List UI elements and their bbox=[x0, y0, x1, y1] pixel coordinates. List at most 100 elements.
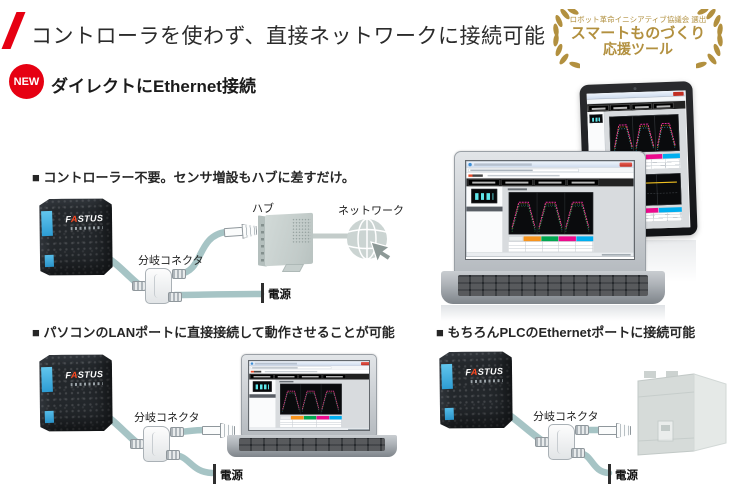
section-heading-plc: ■ もちろんPLCのEthernetポートに接続可能 bbox=[436, 325, 696, 340]
table-header-cell bbox=[303, 415, 317, 420]
hub-device-icon bbox=[258, 212, 316, 272]
power-terminal-bar bbox=[608, 464, 611, 484]
table-header-cell bbox=[291, 415, 304, 420]
app-header bbox=[249, 369, 369, 374]
rj45-tip bbox=[616, 423, 631, 438]
connector-plug bbox=[575, 425, 589, 435]
app-main bbox=[276, 380, 369, 429]
rj45-plug-icon bbox=[598, 423, 631, 438]
browser-addressbar bbox=[466, 167, 634, 173]
titlebar-text bbox=[254, 362, 297, 365]
app-logo bbox=[250, 370, 262, 373]
app-body bbox=[249, 379, 369, 429]
laptop-lid bbox=[241, 354, 377, 436]
browser-icon bbox=[250, 362, 254, 365]
sensor-device: FASTUS bbox=[38, 197, 115, 278]
award-badge-subtext: ロボット革命イニシアティブ協議会 選出 bbox=[569, 15, 707, 24]
rj45-body bbox=[202, 426, 221, 435]
connector-plug bbox=[130, 439, 144, 449]
url-text bbox=[470, 169, 533, 171]
power-label: 電源 bbox=[220, 470, 243, 482]
table-header bbox=[508, 236, 594, 242]
app-tab bbox=[274, 374, 298, 379]
table-header-cell bbox=[558, 236, 576, 242]
app-tab bbox=[631, 102, 653, 110]
page-subtitle: ダイレクトにEthernet接続 bbox=[51, 77, 256, 96]
sensor-brand-logo: FASTUS bbox=[65, 369, 104, 381]
laurel-left-icon bbox=[553, 9, 580, 69]
power-terminal-bar bbox=[213, 464, 216, 484]
connector-body bbox=[548, 424, 575, 460]
sensor-laser-window bbox=[41, 210, 53, 237]
sensor-brand-logo: FASTUS bbox=[465, 366, 504, 378]
table-header-cell bbox=[329, 415, 342, 420]
splitter-label: 分岐コネクタ bbox=[138, 255, 204, 267]
close-icon bbox=[361, 362, 369, 366]
seven-segment-display bbox=[589, 114, 603, 124]
branch-connector bbox=[535, 422, 593, 462]
laptop-keyboard-base bbox=[441, 271, 665, 304]
hub-vent-grille bbox=[292, 218, 311, 243]
browser-titlebar bbox=[249, 361, 369, 366]
table-grid bbox=[280, 419, 342, 428]
new-badge: NEW bbox=[9, 64, 44, 99]
app-statusbar bbox=[249, 427, 369, 430]
connector-seam bbox=[557, 430, 569, 454]
sensor-laser-window bbox=[441, 363, 453, 390]
browser-titlebar bbox=[466, 161, 634, 168]
seven-segment-display bbox=[252, 381, 272, 392]
browser-icon bbox=[468, 162, 472, 167]
app-logo bbox=[468, 174, 483, 177]
connector-plug bbox=[571, 448, 585, 458]
app-tabbar bbox=[466, 178, 634, 187]
laurel-right-icon bbox=[696, 9, 723, 69]
award-badge-title-line1: スマートものづくり bbox=[570, 25, 706, 42]
url-text bbox=[252, 367, 298, 369]
app-header-text bbox=[487, 174, 560, 177]
app-body bbox=[466, 186, 634, 254]
table-header-cell bbox=[508, 236, 524, 242]
cursor-arrow-icon bbox=[370, 241, 392, 264]
red-slash-icon bbox=[1, 12, 26, 49]
connector-plug bbox=[535, 437, 549, 447]
laptop-screen bbox=[465, 160, 635, 260]
power-terminal-bar bbox=[261, 283, 264, 303]
app-tab bbox=[588, 104, 609, 112]
rj45-plug-icon bbox=[202, 423, 235, 438]
laptop-screen bbox=[248, 360, 370, 431]
splitter-label: 分岐コネクタ bbox=[533, 411, 599, 423]
splitter-label: 分岐コネクタ bbox=[134, 412, 200, 424]
app-sidebar bbox=[466, 186, 503, 254]
tablet-camera bbox=[633, 87, 637, 91]
app-tab bbox=[609, 103, 631, 111]
rj45-tip bbox=[241, 223, 257, 239]
sensor-indicator-window bbox=[444, 407, 455, 421]
connector-body bbox=[143, 426, 170, 462]
app-tabbar bbox=[249, 373, 369, 380]
connector-plug bbox=[170, 427, 184, 437]
power-label: 電源 bbox=[615, 470, 638, 482]
app-statusbar bbox=[466, 252, 634, 257]
app-sidebar bbox=[249, 379, 276, 429]
app-header bbox=[466, 173, 634, 179]
table-header-cell bbox=[541, 236, 559, 242]
app-tab bbox=[501, 179, 533, 186]
table-grid bbox=[508, 241, 594, 252]
award-badge: ロボット革命イニシアティブ協議会 選出 スマートものづくり 応援ツール bbox=[548, 3, 728, 71]
connector-plug bbox=[168, 292, 182, 302]
laptop-keyboard bbox=[458, 275, 648, 296]
network-label: ネットワーク bbox=[338, 205, 404, 217]
hub-ports bbox=[261, 224, 264, 262]
chart-title bbox=[279, 380, 294, 383]
laptop-keyboard bbox=[239, 438, 385, 451]
connector-seam bbox=[152, 432, 164, 456]
table-header bbox=[280, 415, 342, 420]
award-badge-title-line2: 応援ツール bbox=[603, 41, 673, 57]
connector-body bbox=[145, 268, 172, 304]
connector-plug bbox=[172, 269, 186, 279]
sensor-indicator-window bbox=[44, 254, 55, 268]
sensor-brand-logo: FASTUS bbox=[65, 213, 104, 225]
app-main bbox=[503, 186, 634, 253]
close-icon bbox=[673, 91, 684, 96]
connector-plug bbox=[166, 450, 180, 460]
